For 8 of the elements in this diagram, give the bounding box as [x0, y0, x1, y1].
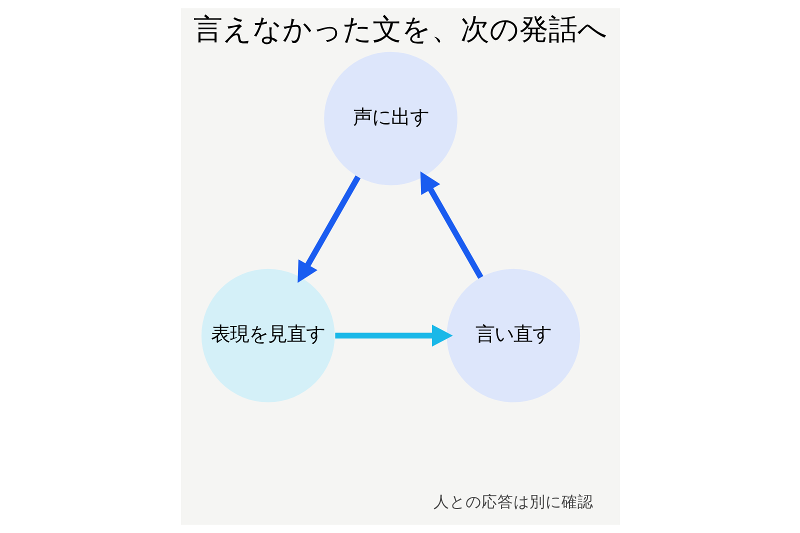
label: 人との応答は別に確認 — [432, 493, 593, 512]
node-circle: 言い直す — [446, 268, 580, 402]
arrow — [420, 171, 483, 279]
node-circle: 表現を見直す — [200, 268, 334, 402]
diagram-title: 言えなかった文を、次の発話へ — [193, 12, 607, 46]
arrow — [297, 175, 360, 283]
arrow — [334, 324, 452, 347]
node-circle: 声に出す — [324, 52, 457, 186]
